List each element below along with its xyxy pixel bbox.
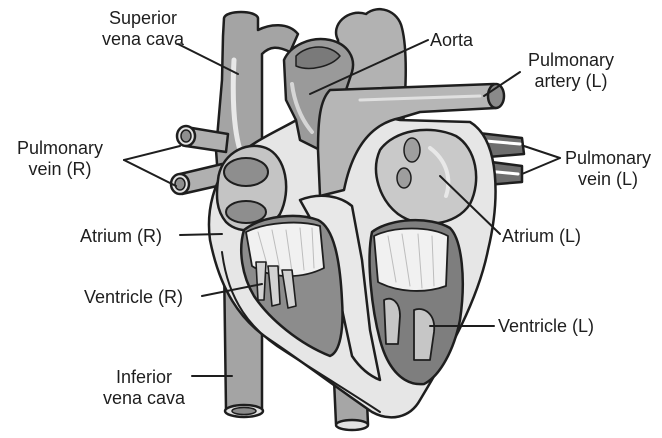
label-inferior-vena-cava: Inferior vena cava	[94, 367, 194, 409]
label-pulmonary-vein-left-line1: Pulmonary	[554, 148, 662, 169]
label-superior-vena-cava-line1: Superior	[88, 8, 198, 29]
label-pulmonary-vein-right-line1: Pulmonary	[4, 138, 116, 159]
label-pulmonary-vein-right: Pulmonary vein (R)	[4, 138, 116, 180]
label-atrium-right: Atrium (R)	[80, 226, 162, 247]
label-inferior-vena-cava-line2: vena cava	[94, 388, 194, 409]
label-inferior-vena-cava-line1: Inferior	[94, 367, 194, 388]
label-pulmonary-vein-right-line2: vein (R)	[4, 159, 116, 180]
label-ventricle-right: Ventricle (R)	[84, 287, 183, 308]
label-pulmonary-artery-left: Pulmonary artery (L)	[510, 50, 632, 92]
label-pulmonary-artery-left-line1: Pulmonary	[510, 50, 632, 71]
label-atrium-left: Atrium (L)	[502, 226, 581, 247]
label-aorta: Aorta	[430, 30, 473, 51]
label-pulmonary-vein-left: Pulmonary vein (L)	[554, 148, 662, 190]
label-pulmonary-artery-left-line2: artery (L)	[510, 71, 632, 92]
label-pulmonary-vein-left-line2: vein (L)	[554, 169, 662, 190]
label-superior-vena-cava: Superior vena cava	[88, 8, 198, 50]
label-ventricle-left: Ventricle (L)	[498, 316, 594, 337]
label-superior-vena-cava-line2: vena cava	[88, 29, 198, 50]
